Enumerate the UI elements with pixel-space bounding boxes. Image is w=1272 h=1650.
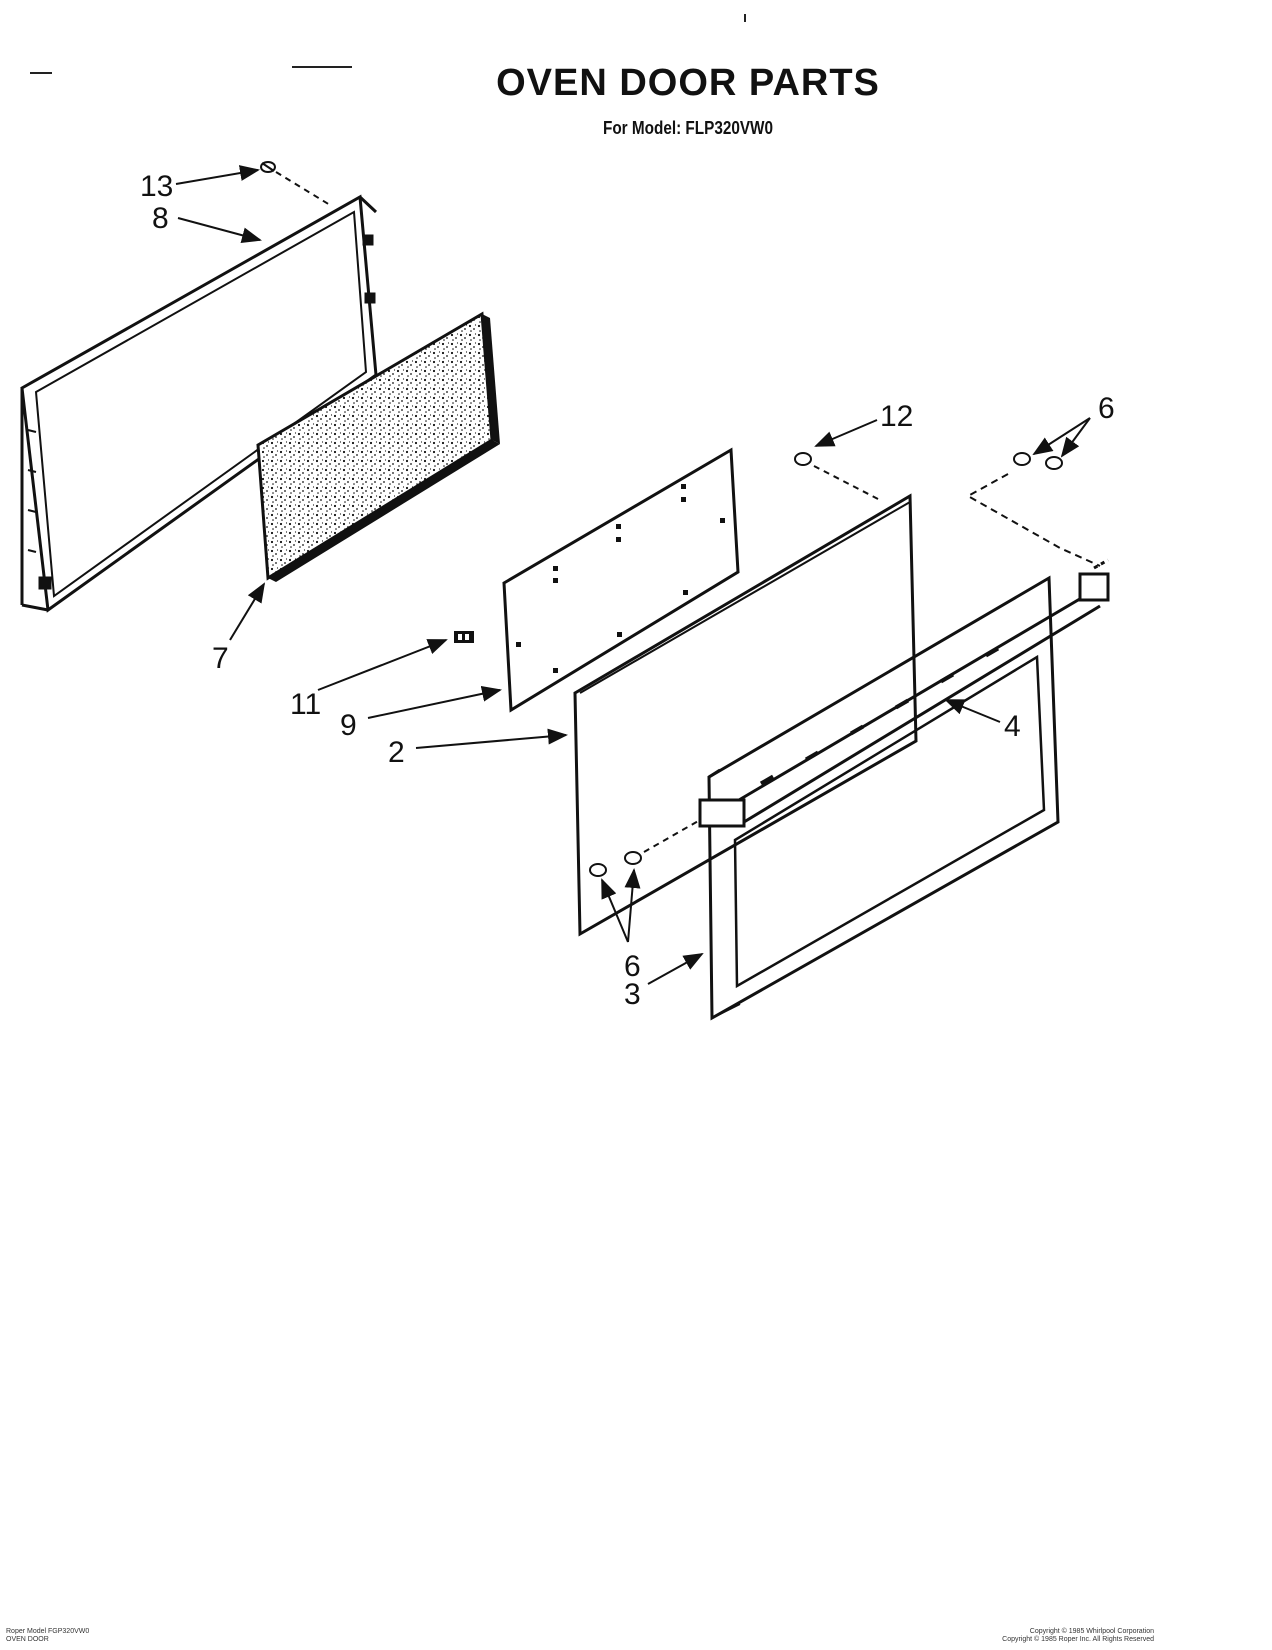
leader-lines xyxy=(175,165,1091,985)
callout-4: 4 xyxy=(1004,710,1021,743)
footer-section-line: OVEN DOOR xyxy=(6,1636,49,1643)
page-title: OVEN DOOR PARTS xyxy=(496,62,880,104)
outer-glass-part-2 xyxy=(573,493,918,937)
scan-speck xyxy=(30,72,52,74)
door-handle-part-4 xyxy=(698,558,1110,828)
callout-3: 3 xyxy=(624,978,641,1011)
callout-8: 8 xyxy=(152,202,169,235)
callout-9: 9 xyxy=(340,709,357,742)
screws-part-6-top xyxy=(965,452,1101,567)
callout-13: 13 xyxy=(140,170,173,203)
footer-model-line: Roper Model FGP320VW0 xyxy=(6,1628,90,1635)
footer-copyright: Copyright © 1985 Whirlpool Corporation C… xyxy=(1002,1628,1154,1644)
callout-7: 7 xyxy=(212,642,229,675)
inner-panel-part-9 xyxy=(502,447,740,713)
callout-11: 11 xyxy=(290,688,321,721)
scan-speck xyxy=(744,14,746,22)
footer-model-info: Roper Model FGP320VW0 OVEN DOOR xyxy=(6,1628,89,1644)
model-subtitle: For Model: FLP320VW0 xyxy=(602,118,774,138)
callout-6-bottom: 6 xyxy=(624,950,641,983)
screw-part-12 xyxy=(794,452,881,501)
scan-speck xyxy=(292,66,352,68)
callout-6-top: 6 xyxy=(1098,392,1115,425)
callout-2: 2 xyxy=(388,736,405,769)
clip-part-11 xyxy=(454,631,474,643)
screw-part-13 xyxy=(260,161,331,206)
callout-12: 12 xyxy=(880,400,913,433)
door-insulation-part-7 xyxy=(256,311,500,582)
screws-part-6-bottom xyxy=(589,819,701,877)
footer-copyright-line-2: Copyright © 1985 Roper Inc. All Rights R… xyxy=(1002,1636,1154,1643)
footer-copyright-line-1: Copyright © 1985 Whirlpool Corporation xyxy=(1029,1628,1154,1635)
